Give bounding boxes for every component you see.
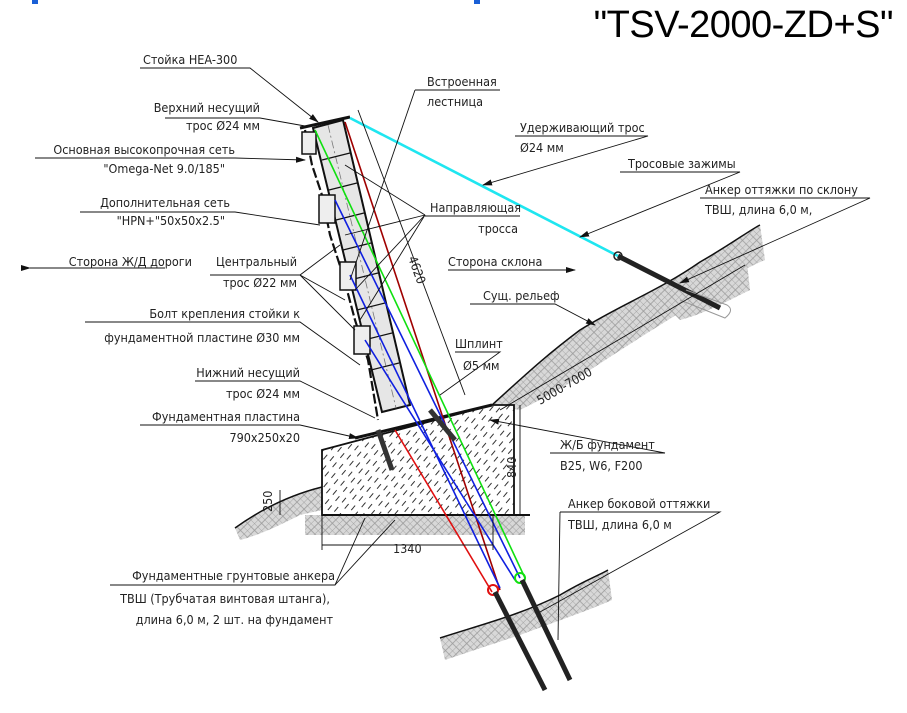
label-top-cable-1: Верхний несущий [154,100,260,115]
cables [314,116,619,593]
slope-anchor [613,251,731,319]
label-ladder-2: лестница [427,94,483,109]
label-plate-1: Фундаментная пластина [152,409,300,424]
label-bottom-cable-2: трос Ø24 мм [226,386,300,401]
cable-blue-1 [334,199,521,579]
label-extra-net-1: Дополнительная сеть [100,195,230,210]
label-slope-side: Сторона склона [448,254,542,269]
label-bottom-cable-1: Нижний несущий [196,365,300,380]
cable-darkred [344,121,501,591]
label-guide-2: тросса [478,221,518,236]
cable-retaining [349,116,619,258]
leader-lines [21,67,871,641]
foundation-anchors [375,408,457,471]
label-foundation-1: Ж/Б фундамент [560,437,655,452]
label-clamps: Тросовые зажимы [627,156,736,171]
label-retaining-1: Удерживающий трос [520,120,645,135]
label-pin-1: Шплинт [455,336,503,351]
label-guide-1: Направляющая [430,200,521,215]
dim-foundation-width: 1340 [393,541,422,556]
header-bar-left [32,0,38,4]
dimension-lines [279,109,746,550]
net-outline [303,129,380,421]
guide-leaders [344,164,426,321]
label-retaining-2: Ø24 мм [520,140,564,155]
label-pin-2: Ø5 мм [463,358,500,373]
label-main-net-1: Основная высокопрочная сеть [53,142,235,157]
anchor-terrain [439,569,612,660]
cable-end-red [487,584,499,596]
label-ladder-1: Встроенная [427,74,497,89]
label-rail-side: Сторона Ж/Д дороги [69,254,192,269]
post-hea300 [299,115,412,414]
label-top-cable-2: трос Ø24 мм [186,118,260,133]
labels: Стойка HEA-300 Верхний несущий трос Ø24 … [53,52,858,627]
label-plate-2: 790x250x20 [229,430,300,445]
diagram-title: "TSV-2000-ZD+S" [593,4,894,46]
label-ground-anchors-3: длина 6,0 м, 2 шт. на фундамент [136,612,334,627]
dim-post-length: 4620 [405,254,429,286]
label-bolt-1: Болт крепления стойки к [149,306,300,321]
label-foundation-2: B25, W6, F200 [560,458,643,473]
dim-foundation-height: 840 [504,457,519,478]
label-ground-anchors-2: ТВШ (Трубчатая винтовая штанга), [119,591,330,606]
cable-end-blue [514,572,526,584]
cable-blue-3 [364,339,516,581]
cable-red [394,429,493,593]
header-bar-right [474,0,480,4]
label-slope-anchor-2: ТВШ, длина 6,0 м, [704,202,812,217]
label-side-anchor-2: ТВШ, длина 6,0 м [567,517,672,532]
label-post: Стойка HEA-300 [143,52,237,67]
label-side-anchor-1: Анкер боковой оттяжки [568,496,710,511]
label-central-cable-2: трос Ø22 мм [223,275,297,290]
cable-blue-2 [349,274,501,589]
cable-green [314,129,526,579]
label-slope-anchor-1: Анкер оттяжки по склону [705,182,858,197]
label-main-net-2: "Omega-Net 9.0/185" [103,161,225,176]
dim-step-height: 250 [260,491,275,512]
side-anchors [492,578,573,692]
label-relief: Сущ. рельеф [483,288,560,303]
label-ground-anchors-1: Фундаментные грунтовые анкера [132,568,335,583]
net-brackets [301,131,371,355]
label-extra-net-2: "HPN+"50x50x2.5" [117,213,225,228]
label-bolt-2: фундаментной пластине Ø30 мм [104,330,300,345]
label-central-cable-1: Центральный [216,254,297,269]
